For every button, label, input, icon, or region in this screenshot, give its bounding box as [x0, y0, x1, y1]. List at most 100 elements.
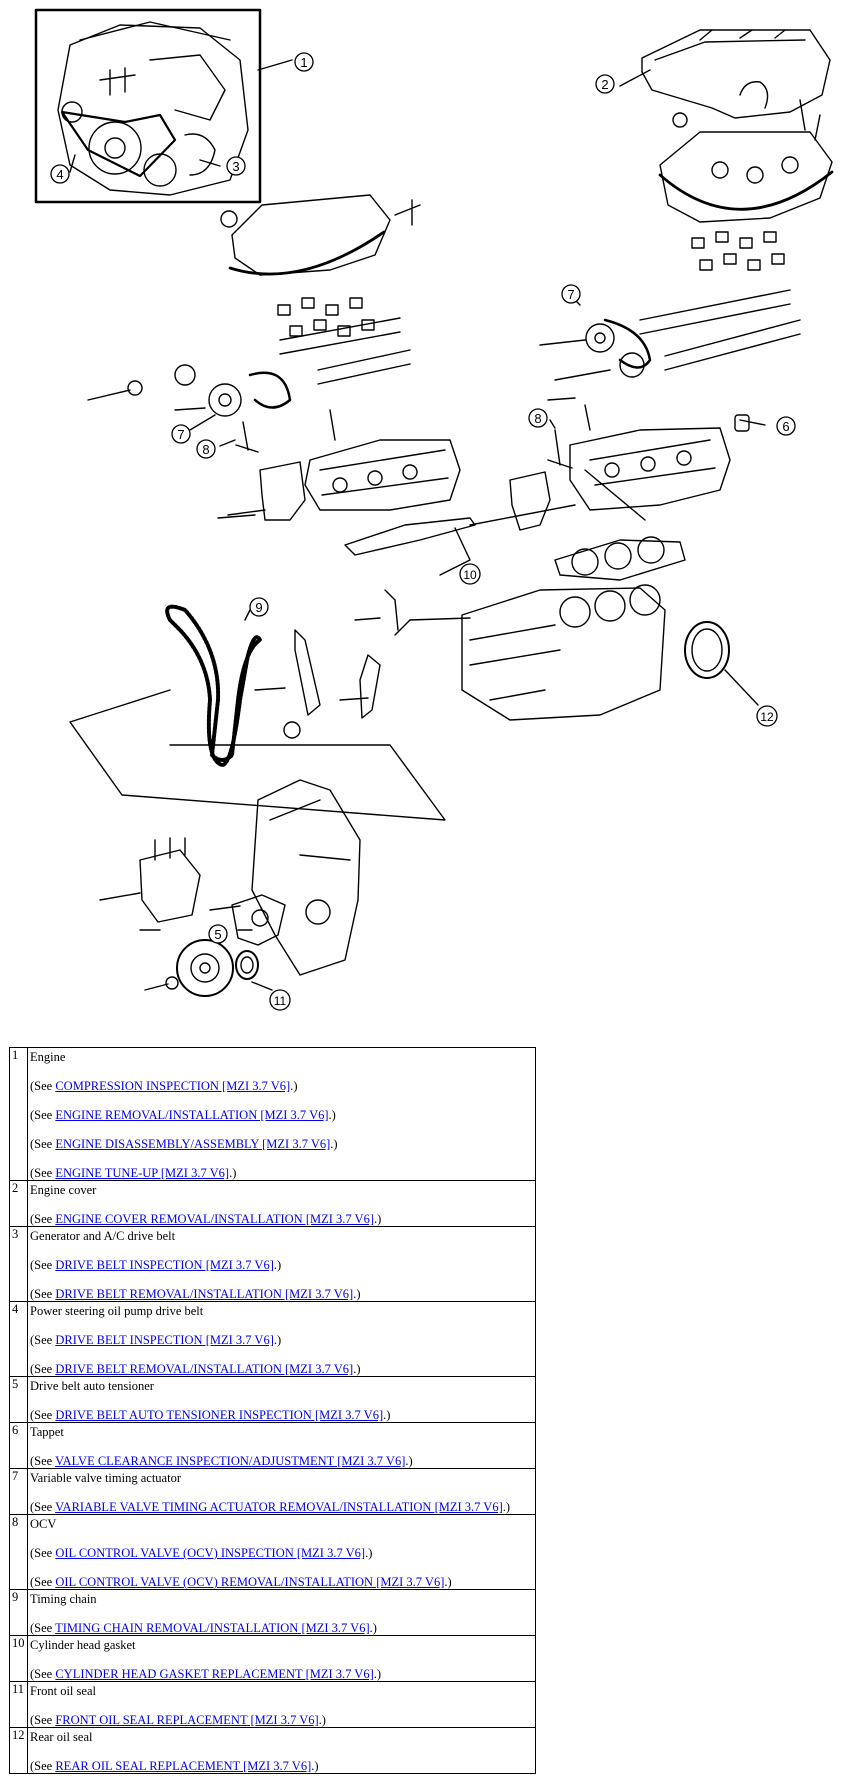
left-ocv	[227, 421, 306, 521]
see-suffix: .)	[273, 1333, 282, 1347]
part-description: Engine cover(See ENGINE COVER REMOVAL/IN…	[27, 1180, 536, 1227]
callout-label: 8	[534, 411, 541, 426]
callout-8: 8	[196, 439, 216, 459]
part-name: OCV	[30, 1517, 57, 1531]
crank-pulley	[144, 939, 234, 997]
right-tappets	[691, 231, 785, 271]
part-name: Power steering oil pump drive belt	[30, 1304, 204, 1318]
callout-label: 12	[760, 710, 774, 724]
see-suffix: .)	[229, 1166, 237, 1180]
see-reference: (See DRIVE BELT INSPECTION [MZI 3.7 V6].…	[30, 1258, 534, 1272]
part-name: Generator and A/C drive belt	[30, 1229, 176, 1243]
callout-9: 9	[249, 597, 269, 617]
callout-5: 5	[208, 924, 228, 944]
reference-link[interactable]: ENGINE REMOVAL/INSTALLATION [MZI 3.7 V6]	[55, 1108, 329, 1122]
engine-inset	[34, 8, 262, 204]
callout-10: 10	[459, 563, 481, 585]
reference-link[interactable]: ENGINE DISASSEMBLY/ASSEMBLY [MZI 3.7 V6]	[55, 1137, 331, 1151]
left-valve-cover	[220, 194, 421, 276]
part-number: 10	[9, 1635, 28, 1682]
see-prefix: (See	[30, 1713, 56, 1727]
engine-cover	[641, 29, 831, 119]
right-camshafts	[539, 289, 801, 401]
callout-label: 3	[232, 159, 239, 174]
reference-link[interactable]: DRIVE BELT INSPECTION [MZI 3.7 V6]	[55, 1333, 274, 1347]
reference-link[interactable]: CYLINDER HEAD GASKET REPLACEMENT [MZI 3.…	[55, 1667, 374, 1681]
part-number: 5	[9, 1376, 28, 1423]
see-reference: (See OIL CONTROL VALVE (OCV) INSPECTION …	[30, 1546, 534, 1560]
part-description: Tappet (See VALVE CLEARANCE INSPECTION/AD…	[27, 1422, 536, 1469]
part-description: Generator and A/C drive belt (See DRIVE B…	[27, 1226, 536, 1302]
callout-label: 4	[56, 167, 63, 182]
part-description: Timing chain(See TIMING CHAIN REMOVAL/IN…	[27, 1589, 536, 1636]
reference-link[interactable]: ENGINE COVER REMOVAL/INSTALLATION [MZI 3…	[55, 1212, 374, 1226]
see-reference: (See ENGINE COVER REMOVAL/INSTALLATION […	[30, 1212, 534, 1226]
see-reference: (See DRIVE BELT INSPECTION [MZI 3.7 V6].…	[30, 1333, 534, 1347]
part-number: 6	[9, 1422, 28, 1469]
see-reference: (See VARIABLE VALVE TIMING ACTUATOR REMO…	[30, 1500, 534, 1514]
reference-link[interactable]: DRIVE BELT REMOVAL/INSTALLATION [MZI 3.7…	[55, 1287, 354, 1301]
auto-tensioner	[231, 894, 286, 946]
left-cylinder-head	[217, 409, 461, 519]
see-suffix: .)	[330, 1137, 338, 1151]
reference-link[interactable]: FRONT OIL SEAL REPLACEMENT [MZI 3.7 V6]	[55, 1713, 319, 1727]
reference-link[interactable]: TIMING CHAIN REMOVAL/INSTALLATION [MZI 3…	[55, 1621, 370, 1635]
part-name: Tappet	[30, 1425, 64, 1439]
part-description: Drive belt auto tensioner(See DRIVE BELT…	[27, 1376, 536, 1423]
reference-link[interactable]: OIL CONTROL VALVE (OCV) INSPECTION [MZI …	[55, 1546, 366, 1560]
reference-link[interactable]: ENGINE TUNE-UP [MZI 3.7 V6]	[55, 1166, 230, 1180]
see-reference: (See FRONT OIL SEAL REPLACEMENT [MZI 3.7…	[30, 1713, 534, 1727]
see-prefix: (See	[30, 1166, 56, 1180]
see-reference: (See OIL CONTROL VALVE (OCV) REMOVAL/INS…	[30, 1575, 534, 1589]
head-gasket-right	[554, 536, 686, 581]
reference-link[interactable]: VARIABLE VALVE TIMING ACTUATOR REMOVAL/I…	[55, 1500, 503, 1514]
see-prefix: (See	[30, 1258, 56, 1272]
reference-link[interactable]: DRIVE BELT AUTO TENSIONER INSPECTION [MZ…	[55, 1408, 384, 1422]
reference-link[interactable]: COMPRESSION INSPECTION [MZI 3.7 V6]	[55, 1079, 291, 1093]
see-suffix: .)	[290, 1079, 298, 1093]
reference-link[interactable]: OIL CONTROL VALVE (OCV) REMOVAL/INSTALLA…	[55, 1575, 445, 1589]
see-suffix: .)	[369, 1621, 377, 1635]
part-number: 3	[9, 1226, 28, 1302]
callout-label: 9	[255, 600, 262, 615]
see-prefix: (See	[30, 1108, 56, 1122]
see-reference: (See COMPRESSION INSPECTION [MZI 3.7 V6]…	[30, 1079, 534, 1093]
left-camshafts	[87, 317, 411, 417]
see-prefix: (See	[30, 1408, 56, 1422]
part-description: OCV (See OIL CONTROL VALVE (OCV) INSPECTI…	[27, 1514, 536, 1590]
callout-label: 7	[567, 287, 574, 302]
see-suffix: .)	[444, 1575, 452, 1589]
see-prefix: (See	[30, 1454, 56, 1468]
part-description: Rear oil seal(See REAR OIL SEAL REPLACEM…	[27, 1727, 536, 1774]
callout-8: 8	[528, 408, 548, 428]
see-suffix: .)	[383, 1408, 391, 1422]
reference-link[interactable]: REAR OIL SEAL REPLACEMENT [MZI 3.7 V6]	[55, 1759, 312, 1773]
callout-7: 7	[171, 424, 191, 444]
see-suffix: .)	[373, 1667, 382, 1681]
callout-2: 2	[595, 74, 615, 94]
callout-label: 10	[463, 568, 477, 582]
head-gasket-left	[344, 517, 476, 556]
reference-link[interactable]: DRIVE BELT REMOVAL/INSTALLATION [MZI 3.7…	[55, 1362, 354, 1376]
oil-pump-bracket	[99, 837, 241, 931]
callout-4: 4	[50, 164, 70, 184]
callout-label: 2	[601, 77, 608, 92]
see-prefix: (See	[30, 1621, 56, 1635]
see-prefix: (See	[30, 1333, 56, 1347]
see-prefix: (See	[30, 1667, 56, 1681]
timing-guides	[254, 589, 399, 739]
reference-link[interactable]: DRIVE BELT INSPECTION [MZI 3.7 V6]	[55, 1258, 274, 1272]
reference-link[interactable]: VALVE CLEARANCE INSPECTION/ADJUSTMENT [M…	[55, 1454, 406, 1468]
see-suffix: .)	[502, 1500, 511, 1514]
part-name: Cylinder head gasket	[30, 1638, 136, 1652]
callout-label: 5	[214, 927, 221, 942]
see-prefix: (See	[30, 1575, 56, 1589]
see-reference: (See TIMING CHAIN REMOVAL/INSTALLATION […	[30, 1621, 534, 1635]
